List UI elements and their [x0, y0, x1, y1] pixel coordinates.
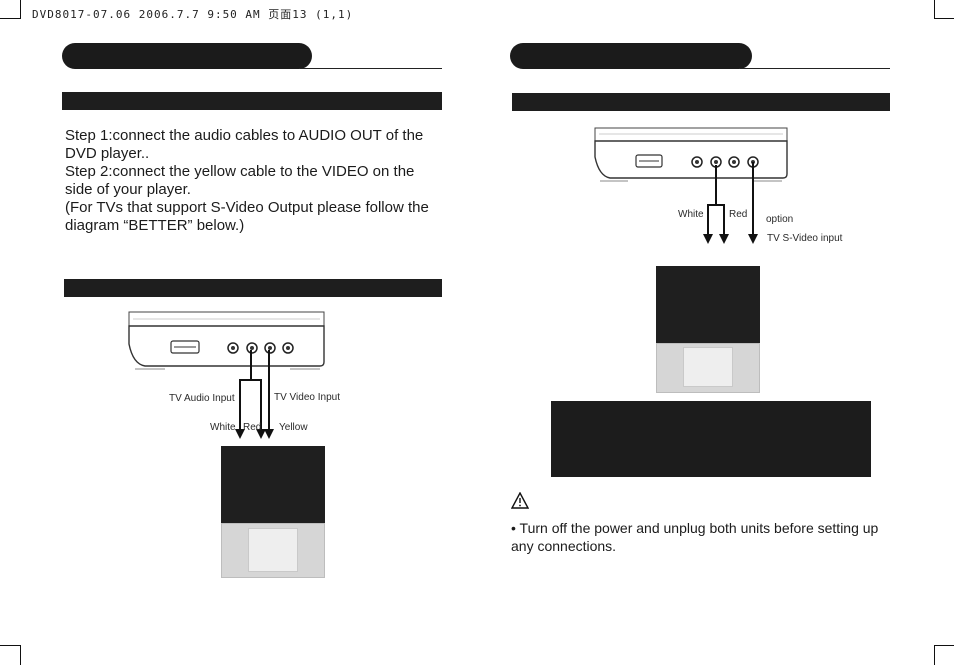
crop-mark-br-v — [934, 645, 935, 665]
print-header: DVD8017-07.06 2006.7.7 9:50 AM 页面13 (1,1… — [32, 8, 354, 21]
crop-mark-tr-v — [934, 0, 935, 19]
dvd-player-side-view-right — [594, 127, 788, 182]
yellow-cable-label: Yellow — [279, 422, 308, 433]
right-section-pill — [510, 43, 752, 69]
crop-mark-bl-v — [20, 645, 21, 665]
right-subheading-band — [512, 93, 890, 111]
crop-mark-tl-v — [20, 0, 21, 19]
crop-mark-bl-h — [0, 645, 20, 646]
left-section-rule — [300, 68, 442, 69]
left-subheading-band — [62, 92, 442, 110]
connection-instructions: Step 1:connect the audio cables to AUDIO… — [65, 127, 429, 234]
warning-triangle-icon — [511, 492, 529, 509]
tv-svideo-input-label: TV S-Video input — [767, 233, 843, 244]
left-diagram-band — [64, 279, 442, 297]
crop-mark-br-h — [934, 645, 954, 646]
dvd-player-side-view — [128, 311, 325, 370]
crop-mark-tr-h — [934, 18, 954, 19]
right-black-panel — [551, 401, 871, 477]
right-tv-panel — [683, 347, 733, 387]
white-cable-label-right: White — [678, 209, 704, 220]
white-cable-label: White — [210, 422, 236, 433]
safety-warning-text: • Turn off the power and unplug both uni… — [511, 520, 879, 554]
red-cable-label-right: Red — [729, 209, 748, 220]
option-label: option — [766, 214, 794, 225]
tv-audio-input-label: TV Audio Input — [169, 393, 235, 404]
right-section-rule — [740, 68, 890, 69]
right-tv-screen — [656, 266, 760, 344]
left-tv-screen — [221, 446, 325, 524]
left-tv-panel — [248, 528, 298, 572]
right-cable-diagram — [703, 162, 758, 244]
red-cable-label: Red — [243, 422, 262, 433]
tv-video-input-label: TV Video Input — [274, 392, 340, 403]
crop-mark-tl-h — [0, 18, 20, 19]
left-section-pill — [62, 43, 312, 69]
left-cable-diagram — [235, 350, 274, 439]
